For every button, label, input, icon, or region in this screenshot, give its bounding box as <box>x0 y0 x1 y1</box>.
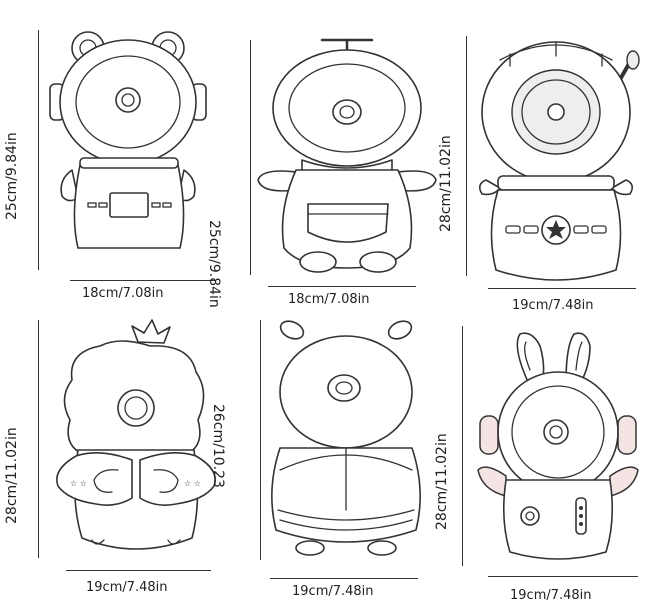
width-label: 18cm/7.08in <box>288 292 370 307</box>
width-label: 19cm/7.48in <box>512 298 594 313</box>
height-rule <box>38 30 39 270</box>
width-label: 18cm/7.08in <box>82 286 164 301</box>
width-rule <box>488 288 636 289</box>
svg-text:☆ ☆: ☆ ☆ <box>70 479 87 488</box>
width-label: 19cm/7.48in <box>510 588 592 603</box>
height-rule <box>38 320 39 558</box>
width-label: 19cm/7.48in <box>292 584 374 599</box>
width-label: 19cm/7.48in <box>86 580 168 595</box>
width-rule <box>66 570 211 571</box>
width-rule <box>488 576 638 577</box>
width-rule <box>70 280 215 281</box>
height-rule <box>250 40 251 275</box>
height-rule <box>462 326 463 566</box>
width-rule <box>270 578 418 579</box>
height-rule <box>466 36 467 276</box>
height-rule <box>260 320 261 560</box>
svg-text:☆ ☆: ☆ ☆ <box>184 479 201 488</box>
width-rule <box>268 286 416 287</box>
